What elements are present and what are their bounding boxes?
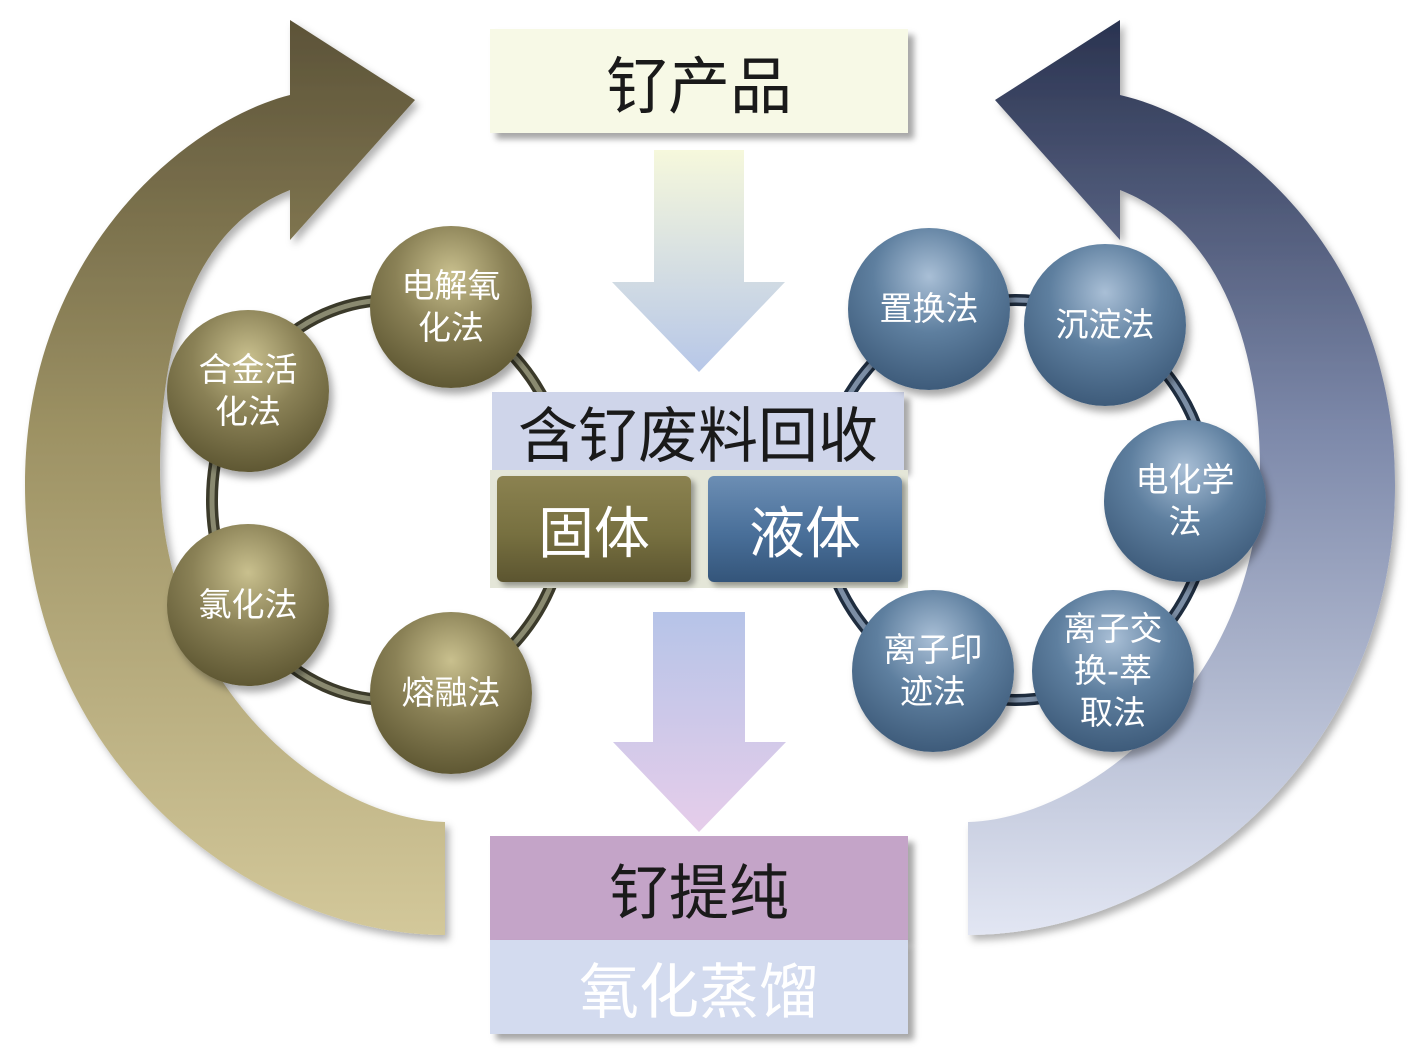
method-precipitation: 沉淀法: [1024, 244, 1186, 406]
purify-label: 钌提纯: [609, 858, 789, 929]
solid-box: 固体: [497, 476, 691, 582]
left-cycle-arrow: [25, 20, 445, 935]
method-label: 沉淀法: [1055, 305, 1155, 344]
down-arrow-bottom: [613, 612, 786, 832]
method-label: 离子交 换-萃 取法: [1063, 609, 1163, 732]
method-fusion: 熔融法: [370, 612, 532, 774]
waste-recycling-box: 含钌废料回收: [492, 392, 904, 472]
solid-label: 固体: [538, 501, 650, 567]
recycle-label: 含钌废料回收: [518, 401, 878, 472]
right-cycle-arrow: [968, 20, 1395, 935]
method-label: 氯化法: [198, 585, 298, 624]
method-alloy-activation: 合金活 化法: [167, 310, 329, 472]
method-label: 合金活 化法: [198, 350, 298, 431]
method-displacement: 置换法: [848, 228, 1010, 390]
method-label: 离子印 迹法: [883, 630, 983, 711]
distill-label: 氧化蒸馏: [579, 957, 819, 1028]
ruthenium-purification-box: 钌提纯: [490, 836, 908, 940]
method-electrochemical: 电化学 法: [1104, 420, 1266, 582]
product-label: 钌产品: [605, 50, 792, 123]
method-label: 熔融法: [401, 673, 501, 712]
method-label: 电化学 法: [1135, 460, 1235, 541]
ruthenium-product-box: 钌产品: [490, 29, 908, 133]
method-ion-exchange-extraction: 离子交 换-萃 取法: [1032, 590, 1194, 752]
method-label: 置换法: [879, 289, 979, 328]
oxidation-distillation-box: 氧化蒸馏: [490, 940, 908, 1034]
liquid-box: 液体: [708, 476, 902, 582]
method-ion-imprinting: 离子印 迹法: [852, 590, 1014, 752]
method-label: 电解氧 化法: [401, 266, 501, 347]
method-electrolytic-oxidation: 电解氧 化法: [370, 226, 532, 388]
method-chlorination: 氯化法: [167, 524, 329, 686]
down-arrow-top: [612, 150, 785, 372]
liquid-label: 液体: [749, 501, 861, 567]
